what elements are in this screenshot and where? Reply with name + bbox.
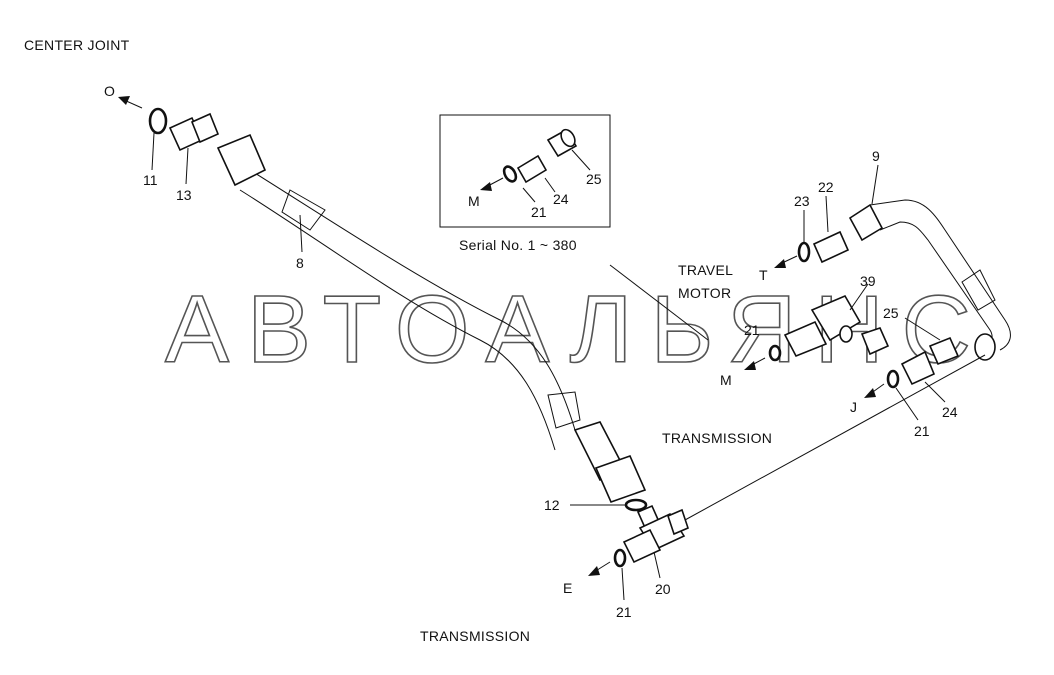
- port-o-label: O: [104, 83, 115, 99]
- inset-o-ring: [502, 165, 518, 183]
- label-25: 25: [883, 305, 899, 321]
- hose-9-nut: [848, 203, 884, 242]
- arrowhead-o: [118, 96, 130, 105]
- fitting-22: [812, 230, 850, 264]
- o-ring-12: [624, 498, 648, 512]
- o-ring-21-j: [886, 369, 900, 389]
- label-12: 12: [544, 497, 560, 513]
- hose-start-nut: [216, 133, 267, 187]
- label-9: 9: [872, 148, 880, 164]
- inset-fitting: [502, 128, 578, 184]
- inset-label-21: 21: [531, 204, 547, 220]
- label-21-e: 21: [616, 604, 632, 620]
- inset-arrowhead: [480, 182, 492, 191]
- label-21-motor: 21: [744, 322, 760, 338]
- o-ring-11: [148, 107, 168, 135]
- hose-8: [216, 133, 647, 504]
- hose-braid-top: [281, 189, 326, 231]
- adapter-24: [900, 350, 936, 386]
- hose-end-nut: [594, 454, 647, 504]
- label-20: 20: [655, 581, 671, 597]
- o-ring-21-motor: [768, 344, 782, 362]
- inset-label-25: 25: [586, 171, 602, 187]
- label-22: 22: [818, 179, 834, 195]
- inset-box: [439, 114, 611, 228]
- cap-25: [928, 336, 960, 366]
- hose-9-braid: [961, 269, 996, 311]
- hose-9: [848, 199, 1011, 361]
- label-21-j: 21: [914, 423, 930, 439]
- inset-adapter: [516, 154, 548, 184]
- label-11: 11: [143, 172, 158, 188]
- port-t-label: T: [759, 267, 768, 283]
- label-8: 8: [296, 255, 304, 271]
- arrowhead-e: [588, 566, 600, 576]
- adapter-block-39: [783, 294, 890, 358]
- inset-caption: Serial No. 1 ~ 380: [459, 237, 577, 253]
- transmission-label-bottom: TRANSMISSION: [420, 628, 530, 644]
- label-24: 24: [942, 404, 958, 420]
- arrowhead-m: [744, 361, 756, 370]
- arrowhead-j: [864, 388, 876, 398]
- o-ring-21-e: [613, 548, 627, 568]
- label-23: 23: [794, 193, 810, 209]
- port-e-label: E: [563, 580, 572, 596]
- fitting-13: [168, 112, 220, 152]
- watermark: АВТОАЛЬЯНС: [165, 276, 975, 383]
- transmission-label-right: TRANSMISSION: [662, 430, 772, 446]
- travel-motor-label-1: TRAVEL: [678, 262, 733, 278]
- hose-9-end: [974, 333, 996, 361]
- leader-right-hose: [684, 354, 986, 521]
- leader-inset: [609, 264, 709, 341]
- inset-label-m: M: [468, 193, 480, 209]
- port-m-label: M: [720, 372, 732, 388]
- hose-braid-bottom: [547, 391, 581, 429]
- arrowhead-t: [774, 259, 786, 268]
- plug: [860, 327, 890, 356]
- inset-label-24: 24: [553, 191, 569, 207]
- travel-motor-label-2: MOTOR: [678, 285, 731, 301]
- diagram-title: CENTER JOINT: [24, 37, 130, 53]
- tee-fitting-20: [622, 504, 689, 564]
- o-ring-23: [797, 241, 811, 263]
- label-13: 13: [176, 187, 192, 203]
- label-39: 39: [860, 273, 876, 289]
- port-j-label: J: [850, 399, 857, 415]
